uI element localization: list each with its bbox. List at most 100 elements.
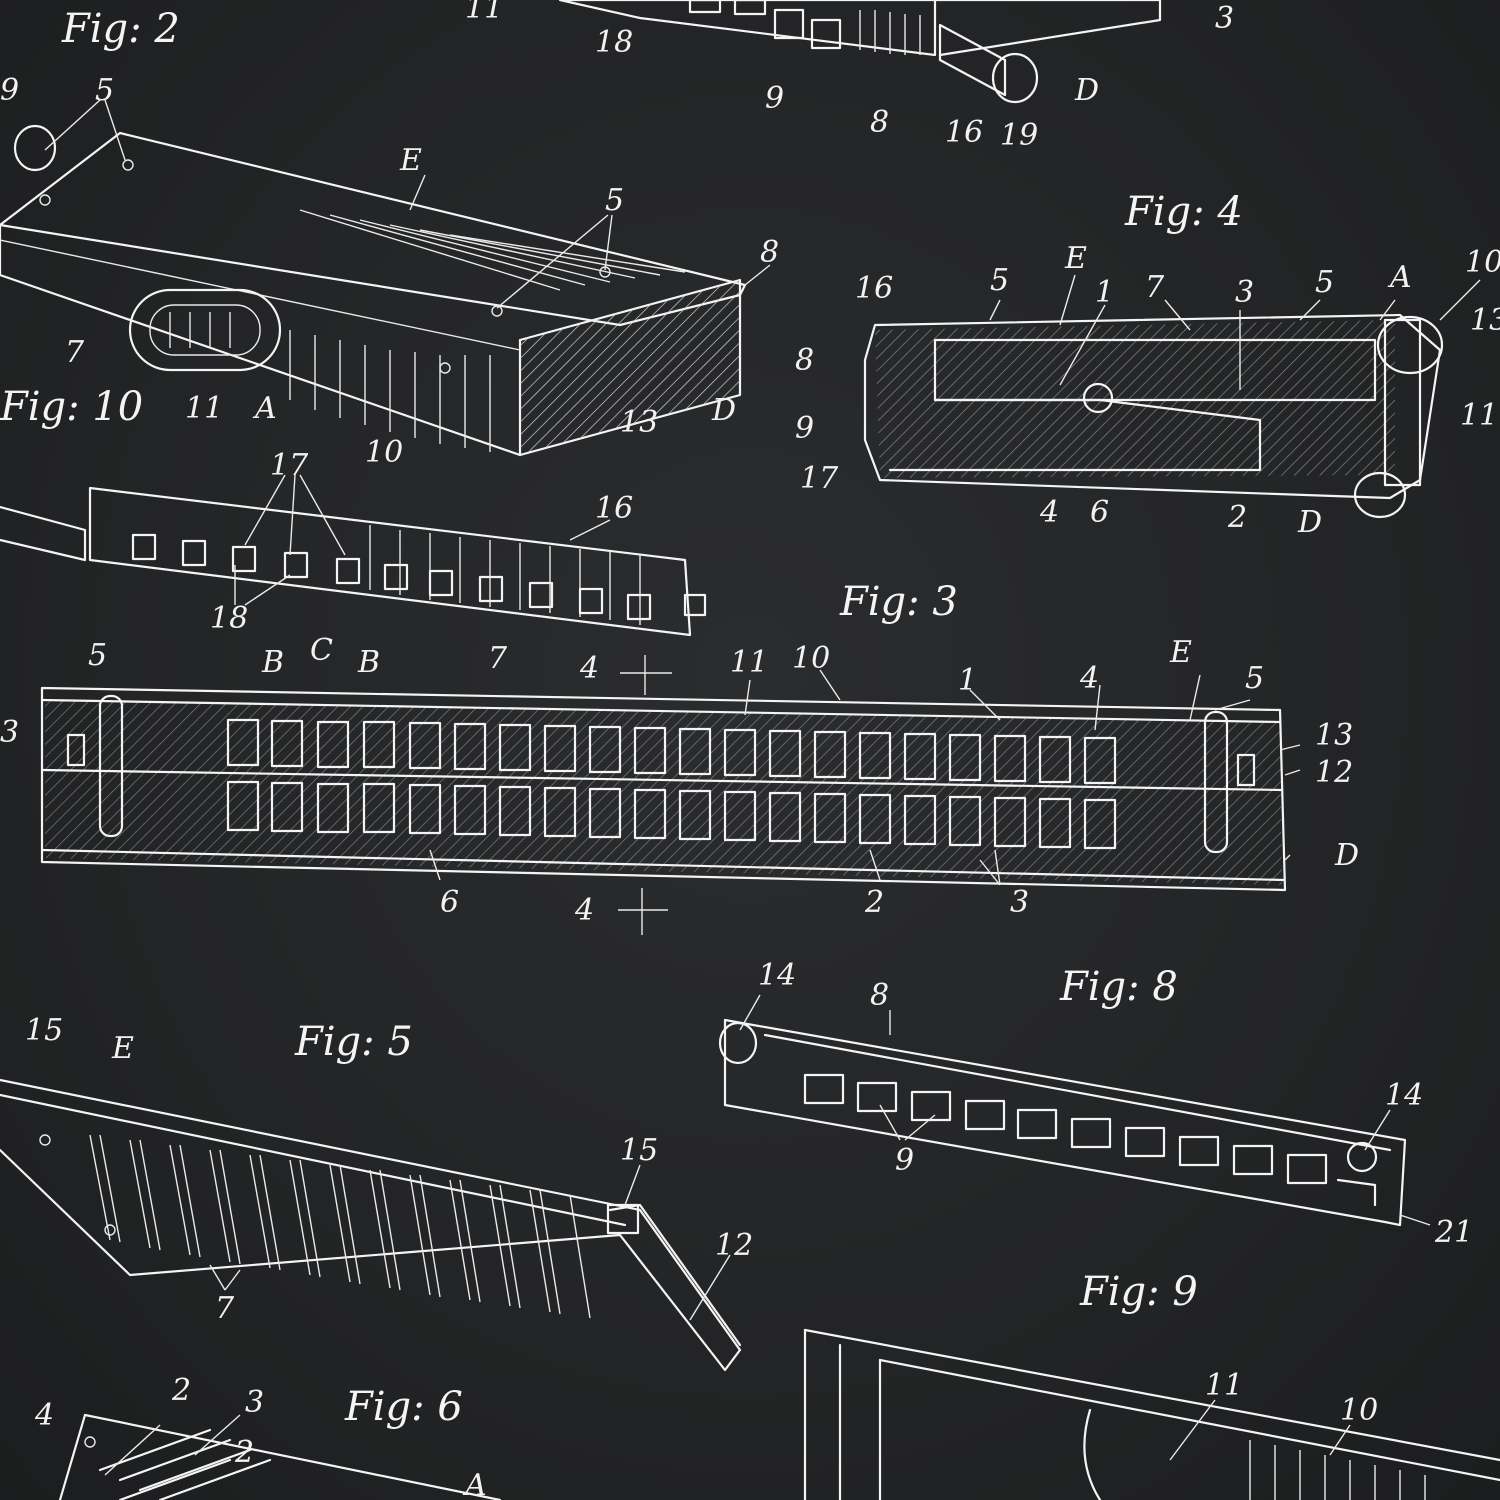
ref-label: 5 [1315,265,1334,300]
ref-label: 12 [715,1228,753,1263]
ref-label: 11 [185,391,223,426]
ref-label: D [1297,505,1322,540]
figure-3-front-section [40,655,1287,935]
ref-label: 18 [210,601,248,636]
ref-label: 1 [958,663,977,698]
figure-4-cross-section [863,313,1444,519]
ref-label: 5 [1245,661,1264,696]
fig3-lower-slots [226,780,1117,850]
ref-label: C [310,633,333,668]
ref-label: 8 [870,978,889,1013]
ref-label: 14 [758,958,796,993]
ref-label: A [462,1468,487,1500]
ref-label: 11 [465,0,503,26]
caption-fig-5: Fig: 5 [294,1019,413,1065]
ref-label: 2 [171,1373,191,1408]
caption-fig-9: Fig: 9 [1079,1269,1198,1315]
ref-label: 2 [864,885,884,920]
ref-label: 4 [574,893,594,928]
caption-fig-4: Fig: 4 [1124,189,1243,235]
caption-fig-6: Fig: 6 [344,1384,463,1430]
figure-captions: Fig: 2 Fig: 4 Fig: 10 Fig: 3 Fig: 5 Fig:… [0,6,1243,1430]
ref-label: 4 [1039,495,1059,530]
fig3-upper-slots [226,718,1117,785]
ref-label: 5 [95,73,114,108]
ref-label: 18 [595,25,633,60]
ref-label: 16 [595,491,633,526]
ref-label: 13 [620,405,658,440]
ref-label: 2 [1227,500,1247,535]
ref-label: 15 [25,1013,63,1048]
ref-label: 5 [990,263,1009,298]
ref-label: 17 [800,461,839,496]
caption-fig-2: Fig: 2 [61,6,180,52]
ref-label: E [1064,241,1087,276]
ref-label: D [711,393,736,428]
ref-label: 9 [0,73,19,108]
ref-label: 6 [440,885,459,920]
ref-label: 8 [760,235,779,270]
ref-label: 1 [1095,275,1114,310]
caption-fig-10: Fig: 10 [0,384,143,430]
figure-5-cover [0,1078,742,1372]
ref-label: 12 [1315,755,1353,790]
ref-label: 3 [1215,1,1234,36]
ref-label: E [111,1031,134,1066]
ref-label: 16 [855,271,893,306]
ref-label: D [1334,838,1359,873]
ref-label: 15 [620,1133,658,1168]
figure-10-harmonica-body [0,124,747,457]
ref-label: 5 [605,183,624,218]
ref-label: 3 [245,1385,264,1420]
ref-label: B [357,645,380,680]
ref-label: 8 [795,343,814,378]
ref-label: 5 [88,638,107,673]
figure-6-section [58,1413,502,1500]
ref-label: 3 [0,715,19,750]
ref-label: 2 [234,1435,254,1470]
ref-label: 10 [1340,1393,1378,1428]
ref-label: 14 [1385,1078,1423,1113]
ref-label: 8 [870,105,889,140]
ref-label: E [399,143,422,178]
ref-label: 10 [365,435,403,470]
ref-label: 13 [1470,303,1500,338]
ref-label: A [1387,260,1412,295]
ref-label: 16 [945,115,983,150]
ref-label: D [1074,73,1099,108]
figure-8-plate [718,1018,1407,1227]
figure-9-plate [803,1328,1500,1500]
ref-label: 11 [1205,1368,1243,1403]
ref-label: 11 [1460,398,1498,433]
ref-label: 9 [895,1143,914,1178]
ref-label: 6 [1090,495,1109,530]
caption-fig-3: Fig: 3 [839,579,958,625]
ref-label: 13 [1315,718,1353,753]
ref-label: 21 [1434,1215,1473,1250]
ref-label: 4 [34,1398,54,1433]
leader-lines [44,99,1481,1476]
figure-2-partial [558,0,1162,104]
ref-label: 19 [1000,118,1038,153]
ref-label: 4 [1079,661,1099,696]
ref-label: A [252,391,277,426]
caption-fig-8: Fig: 8 [1059,964,1178,1010]
ref-label: 7 [488,641,508,676]
ref-label: 7 [1145,270,1165,305]
ref-label: 7 [215,1291,235,1326]
ref-label: 3 [1010,885,1029,920]
ref-label: 10 [792,641,830,676]
ref-label: 9 [795,411,814,446]
ref-label: B [261,645,284,680]
ref-label: 10 [1465,245,1500,280]
ref-label: 11 [730,645,768,680]
ref-label: 4 [579,651,599,686]
ref-label: 7 [65,335,85,370]
ref-label: E [1169,635,1192,670]
ref-label: 3 [1235,275,1254,310]
ref-label: 9 [765,81,784,116]
reed-plate-strip [0,486,707,637]
